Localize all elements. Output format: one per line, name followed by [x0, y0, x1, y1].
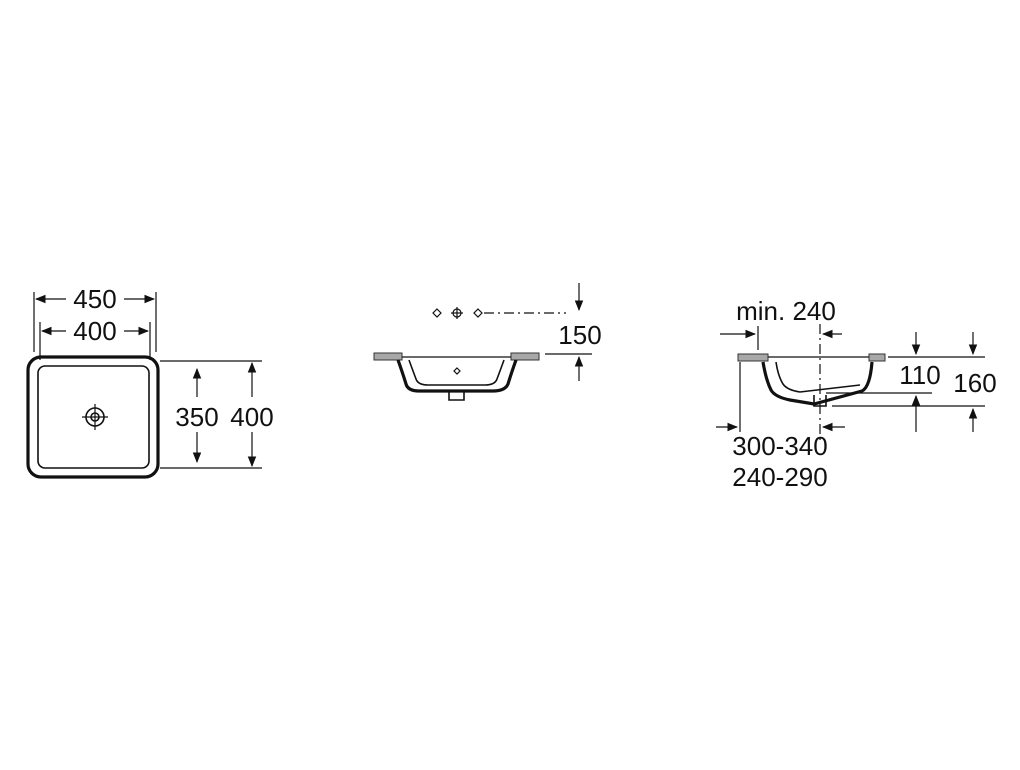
inner-width-label: 400 — [73, 316, 116, 346]
inner-depth-label: 350 — [175, 402, 218, 432]
side-view: min. 240 110 160 300-340 240-290 — [716, 296, 997, 492]
drain-outlet — [813, 395, 827, 407]
front-view: 150 — [373, 283, 602, 401]
min-clearance-label: min. 240 — [736, 296, 836, 326]
overflow-icon — [453, 367, 461, 375]
total-height-label: 160 — [953, 368, 996, 398]
drain-icon — [82, 404, 108, 430]
basin-profile-front — [396, 359, 518, 393]
counter-edge-left — [373, 352, 403, 361]
basin-profile-side — [761, 361, 874, 406]
counter-edge-right — [868, 353, 886, 362]
bowl-depth-label: 110 — [899, 360, 940, 390]
tap-height-label: 150 — [558, 320, 601, 350]
basin-inner-profile-side — [775, 361, 861, 393]
tap-holes-icon — [432, 307, 483, 319]
drain-outlet — [448, 391, 465, 401]
outer-width-label: 450 — [73, 284, 116, 314]
outer-depth-label: 400 — [230, 402, 273, 432]
counter-edge-left — [737, 353, 769, 362]
drain-offset-label-a: 300-340 — [732, 431, 827, 461]
drain-offset-label-b: 240-290 — [732, 462, 827, 492]
counter-edge-right — [510, 352, 540, 361]
basin-inner-profile — [408, 359, 505, 386]
basin-outline-top — [26, 355, 160, 479]
top-view: 450 400 350 400 — [26, 284, 274, 479]
